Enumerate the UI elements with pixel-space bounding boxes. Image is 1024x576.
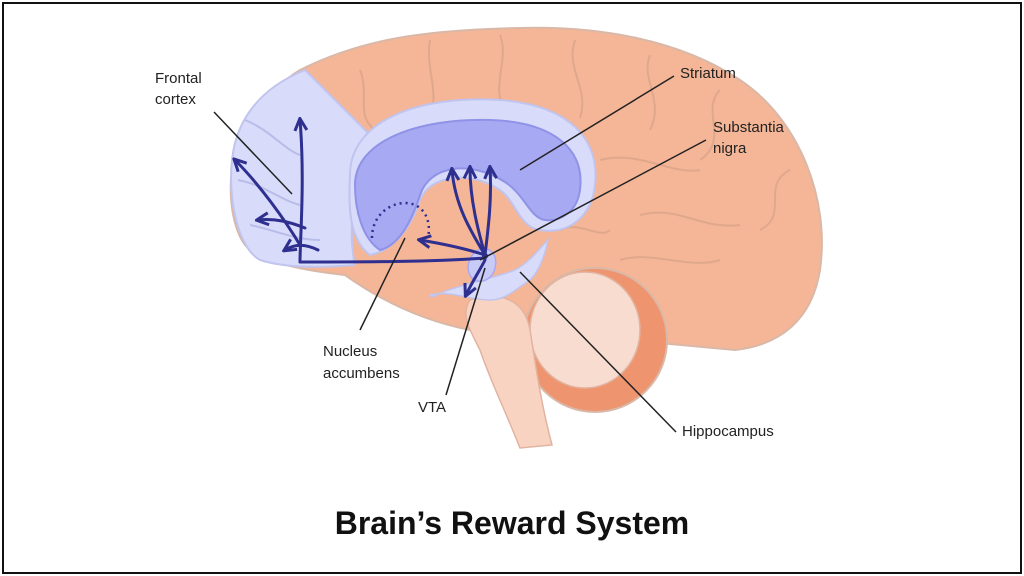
label-nucleus-accumbens-line-1: Nucleus <box>323 343 377 360</box>
pathway-frontal-branch-3 <box>258 219 307 230</box>
leader-nucleus-accumbens <box>359 237 406 331</box>
label-striatum-line-1: Striatum <box>680 65 736 82</box>
leader-vta <box>445 267 486 396</box>
label-nucleus-accumbens: Nucleus accumbens <box>323 343 400 382</box>
pathway-to-frontal-main <box>298 256 487 264</box>
dopamine-pathways <box>235 120 491 295</box>
leader-striatum <box>519 75 675 171</box>
leader-frontal-cortex <box>213 111 293 195</box>
pathway-to-striatum-2 <box>470 168 487 257</box>
pathway-to-striatum-3 <box>485 168 491 257</box>
pathway-frontal-branch-4 <box>285 245 320 250</box>
label-hippocampus-line-1: Hippocampus <box>682 423 774 440</box>
pathway-to-brainstem <box>466 258 487 295</box>
pathway-to-accumbens <box>420 240 487 257</box>
label-frontal-cortex: Frontal cortex <box>155 70 206 108</box>
label-substantia-nigra-line-1: Substantia <box>713 119 785 136</box>
label-frontal-cortex-line-2: cortex <box>155 91 196 108</box>
label-vta-line-1: VTA <box>418 399 446 416</box>
brainstem <box>465 295 553 449</box>
leader-lines <box>213 75 707 433</box>
hippocampus-region <box>429 237 550 301</box>
label-nucleus-accumbens-line-2: accumbens <box>323 365 400 382</box>
label-striatum: Striatum <box>680 65 736 82</box>
leader-substantia-nigra <box>479 139 707 261</box>
striatum-region <box>353 118 582 252</box>
label-vta: VTA <box>418 399 446 416</box>
label-frontal-cortex-line-1: Frontal <box>155 70 202 87</box>
leader-hippocampus <box>519 271 677 433</box>
pathway-to-striatum-1 <box>452 170 487 257</box>
frontal-gyri-lines <box>237 119 321 241</box>
label-substantia-nigra: Substantia nigra <box>713 119 788 157</box>
pathway-frontal-branch-2 <box>235 160 302 247</box>
cerebellum-inner <box>529 271 641 389</box>
brain-gyri-lines <box>359 34 791 264</box>
label-hippocampus: Hippocampus <box>682 423 774 440</box>
pathway-frontal-branch-1 <box>300 120 302 264</box>
label-substantia-nigra-line-2: nigra <box>713 140 747 157</box>
diagram-caption: Brain’s Reward System <box>334 505 690 541</box>
